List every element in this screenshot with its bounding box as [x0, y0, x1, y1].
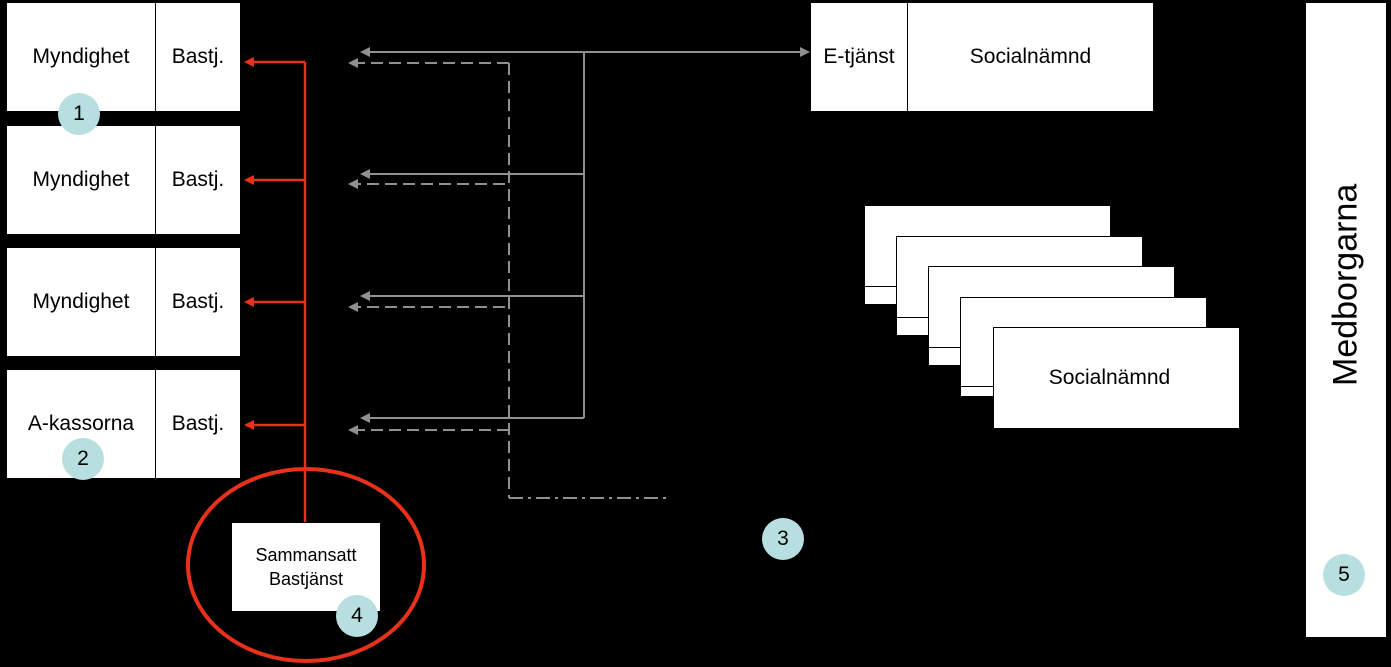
authority-service: Bastj. — [171, 412, 225, 435]
highlight-ellipse — [186, 467, 426, 663]
badge-4: 4 — [336, 595, 378, 637]
gray-solid-connector — [360, 47, 810, 423]
box-divider — [155, 248, 156, 356]
box-divider — [907, 3, 908, 111]
authority-name: Myndighet — [32, 290, 130, 313]
etjanst-box: E-tjänst Socialnämnd — [810, 2, 1154, 112]
box-divider — [155, 126, 156, 234]
authority-box-2: Myndighet Bastj. — [6, 125, 241, 235]
authority-box-1: Myndighet Bastj. — [6, 2, 241, 112]
authority-service: Bastj. — [171, 290, 225, 313]
composite-service-line1: Sammansatt — [255, 545, 357, 565]
box-divider — [155, 370, 156, 478]
stack-box-front: Socialnämnd — [993, 327, 1240, 429]
authority-service: Bastj. — [171, 45, 225, 68]
authority-box-4: A-kassorna Bastj. — [6, 369, 241, 479]
gray-dashed-connector — [348, 58, 510, 498]
authority-name: Myndighet — [32, 168, 130, 191]
badge-2: 2 — [62, 438, 104, 480]
badge-5: 5 — [1323, 554, 1365, 596]
composite-service-line2: Bastjänst — [268, 569, 344, 589]
stack-label: Socialnämnd — [1048, 366, 1171, 389]
stack-box-tab — [961, 386, 995, 387]
citizens-bar: Medborgarna — [1305, 2, 1387, 638]
stack-box-tab — [865, 286, 899, 287]
etjanst-service: E-tjänst — [823, 45, 895, 68]
badge-3: 3 — [762, 518, 804, 560]
authority-name: A-kassorna — [27, 412, 135, 435]
red-connector — [244, 57, 307, 522]
authority-service: Bastj. — [171, 168, 225, 191]
authority-name: Myndighet — [32, 45, 130, 68]
authority-box-3: Myndighet Bastj. — [6, 247, 241, 357]
citizens-label: Medborgarna — [1326, 183, 1365, 387]
badge-1: 1 — [58, 93, 100, 135]
etjanst-name: Socialnämnd — [969, 45, 1092, 68]
stack-box-tab — [897, 317, 931, 318]
stack-box-tab — [929, 347, 963, 348]
box-divider — [155, 3, 156, 111]
